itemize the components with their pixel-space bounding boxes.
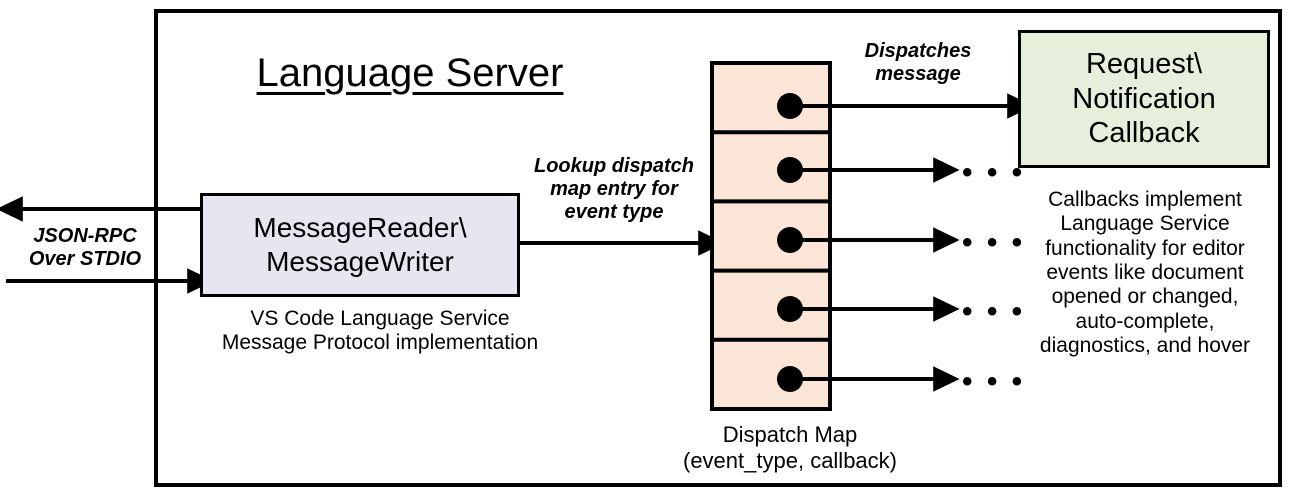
message-reader-writer-box[interactable]: MessageReader\ MessageWriter [200,193,520,297]
ellipsis-icon: • • • [962,226,1026,259]
dispatch-row-5-dot [777,366,803,392]
ellipsis-icon: • • • [962,365,1026,398]
page-title: Language Server [256,51,564,95]
dispatch-row-2-dot [777,157,803,183]
dispatch-row-3-dot [777,227,803,253]
ellipsis-icon: • • • [962,156,1026,189]
dispatch-map-caption: Dispatch Map (event_type, callback) [683,422,897,473]
callback-description-caption: Callbacks implement Language Service fun… [1039,188,1251,358]
dispatch-row-1-dot [777,93,803,119]
dispatch-map-table [710,61,832,411]
dispatch-row-4-dot [777,296,803,322]
language-server-container [154,9,1282,487]
request-notification-callback-box[interactable]: Request\ Notification Callback [1018,30,1270,168]
ellipsis-icon: • • • [962,295,1026,328]
message-reader-writer-caption: VS Code Language Service Message Protoco… [221,307,539,355]
lookup-dispatch-label: Lookup dispatch map entry for event type [534,155,694,224]
json-rpc-transport-label: JSON-RPC Over STDIO [28,225,142,271]
dispatches-message-label: Dispatches message [864,40,972,86]
